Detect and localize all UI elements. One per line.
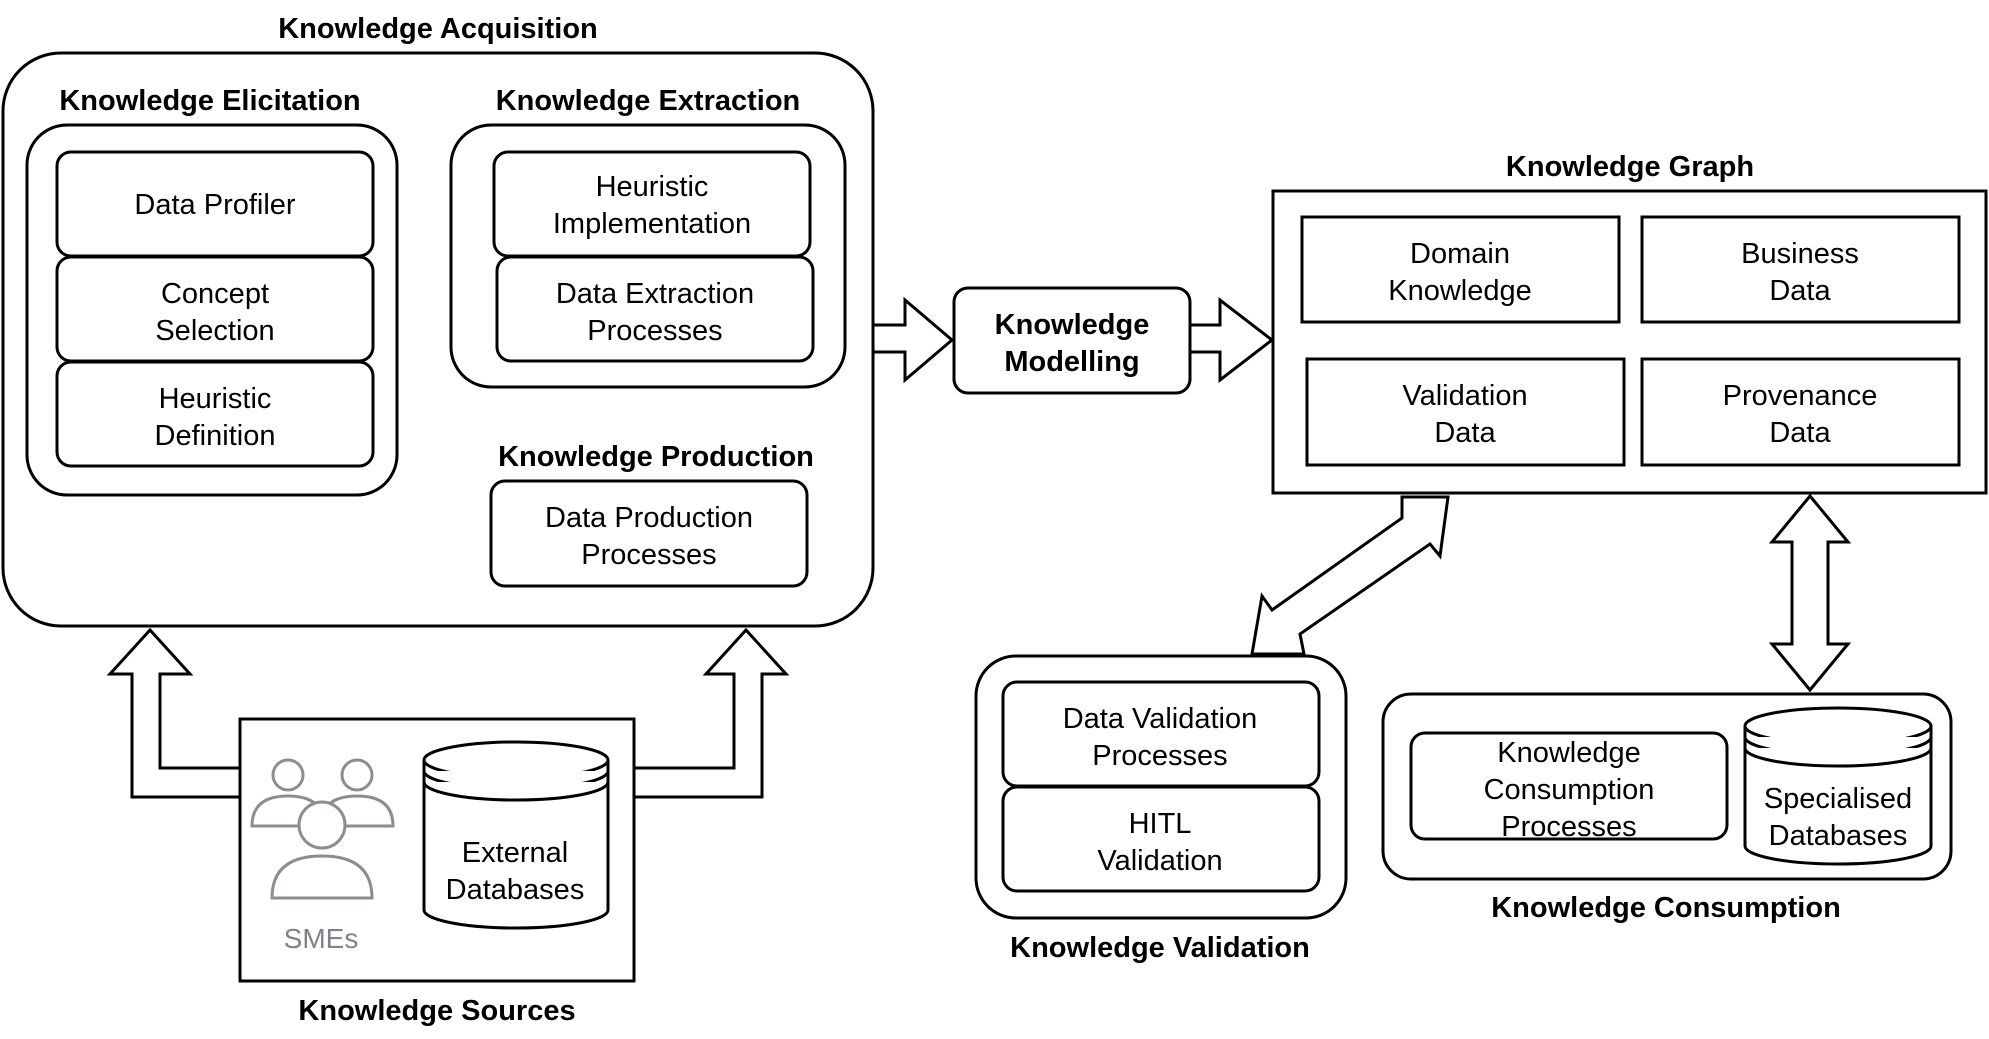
svg-text:Data: Data: [1769, 275, 1831, 307]
hitl-validation-label: HITL Validation: [1097, 808, 1222, 877]
smes-label: SMEs: [284, 923, 359, 954]
svg-text:Processes: Processes: [1501, 811, 1636, 843]
svg-text:Databases: Databases: [446, 874, 585, 906]
data-extraction-processes-label: Data Extraction Processes: [556, 278, 754, 347]
heuristic-implementation-box: [492, 150, 812, 258]
svg-text:Processes: Processes: [587, 315, 722, 347]
svg-text:Data Profiler: Data Profiler: [134, 189, 296, 221]
svg-text:Validation: Validation: [1097, 845, 1222, 877]
business-data-label: Business Data: [1741, 238, 1859, 307]
svg-text:Databases: Databases: [1769, 820, 1908, 852]
svg-text:Provenance: Provenance: [1723, 380, 1878, 412]
svg-text:Definition: Definition: [155, 420, 276, 452]
sources-to-acquisition-left-arrow: [106, 627, 242, 799]
svg-text:Validation: Validation: [1402, 380, 1527, 412]
production-title: Knowledge Production: [498, 441, 814, 473]
sources-to-acquisition-right-arrow: [632, 627, 790, 799]
validation-title: Knowledge Validation: [1010, 932, 1310, 964]
graph-consumption-bidirectional-arrow: [1768, 493, 1852, 693]
validation-data-box: [1305, 357, 1626, 467]
svg-text:Implementation: Implementation: [553, 208, 751, 240]
svg-text:Knowledge: Knowledge: [1497, 737, 1641, 769]
data-validation-processes-label: Data Validation Processes: [1063, 703, 1258, 772]
acquisition-title: Knowledge Acquisition: [278, 13, 598, 45]
domain-knowledge-box: [1300, 215, 1621, 324]
extraction-title: Knowledge Extraction: [496, 85, 801, 117]
provenance-data-label: Provenance Data: [1723, 380, 1878, 449]
svg-text:Domain: Domain: [1410, 238, 1510, 270]
business-data-box: [1640, 215, 1961, 324]
svg-text:HITL: HITL: [1129, 808, 1192, 840]
data-extraction-processes-box: [495, 255, 815, 363]
svg-text:Modelling: Modelling: [1004, 346, 1139, 378]
svg-text:Data: Data: [1769, 417, 1831, 449]
svg-text:Processes: Processes: [581, 539, 716, 571]
svg-text:Data: Data: [1434, 417, 1496, 449]
svg-text:Heuristic: Heuristic: [596, 171, 709, 203]
graph-validation-bidirectional-arrow: [1250, 495, 1450, 656]
svg-text:Selection: Selection: [155, 315, 274, 347]
specialised-databases-icon: [1743, 706, 1933, 866]
modelling-box: [952, 286, 1192, 395]
hitl-validation-box: [1001, 785, 1321, 893]
modelling-label: Knowledge Modelling: [995, 309, 1150, 378]
svg-text:Consumption: Consumption: [1484, 774, 1655, 806]
specialised-databases-label: Specialised Databases: [1764, 783, 1912, 852]
data-production-processes-box: [489, 479, 809, 588]
consumption-title: Knowledge Consumption: [1491, 892, 1841, 924]
svg-text:Knowledge: Knowledge: [1388, 275, 1532, 307]
heuristic-definition-label: Heuristic Definition: [155, 383, 276, 452]
concept-selection-label: Concept Selection: [155, 278, 274, 347]
svg-text:Specialised: Specialised: [1764, 783, 1912, 815]
domain-knowledge-label: Domain Knowledge: [1388, 238, 1532, 307]
data-profiler-label: Data Profiler: [134, 189, 296, 221]
svg-text:Concept: Concept: [161, 278, 269, 310]
consumption-processes-label: Knowledge Consumption Processes: [1484, 737, 1655, 843]
svg-text:Processes: Processes: [1092, 740, 1227, 772]
graph-title: Knowledge Graph: [1506, 151, 1754, 183]
external-databases-label: External Databases: [446, 837, 585, 906]
svg-text:Knowledge: Knowledge: [995, 309, 1150, 341]
external-databases-icon: [422, 740, 610, 930]
data-production-processes-label: Data Production Processes: [545, 502, 753, 571]
modelling-to-graph-arrow: [1188, 296, 1275, 384]
svg-text:Heuristic: Heuristic: [159, 383, 272, 415]
svg-text:Data Extraction: Data Extraction: [556, 278, 754, 310]
heuristic-implementation-label: Heuristic Implementation: [553, 171, 751, 240]
svg-text:Business: Business: [1741, 238, 1859, 270]
consumption-processes-box: [1409, 731, 1729, 841]
heuristic-definition-box: [55, 360, 375, 468]
sources-title: Knowledge Sources: [298, 995, 575, 1027]
acquisition-to-modelling-arrow: [871, 296, 955, 384]
people-group-icon: [250, 758, 395, 900]
elicitation-title: Knowledge Elicitation: [59, 85, 360, 117]
svg-text:Data Validation: Data Validation: [1063, 703, 1258, 735]
svg-text:External: External: [462, 837, 568, 869]
provenance-data-box: [1640, 357, 1961, 467]
validation-data-label: Validation Data: [1402, 380, 1527, 449]
svg-text:Data Production: Data Production: [545, 502, 753, 534]
